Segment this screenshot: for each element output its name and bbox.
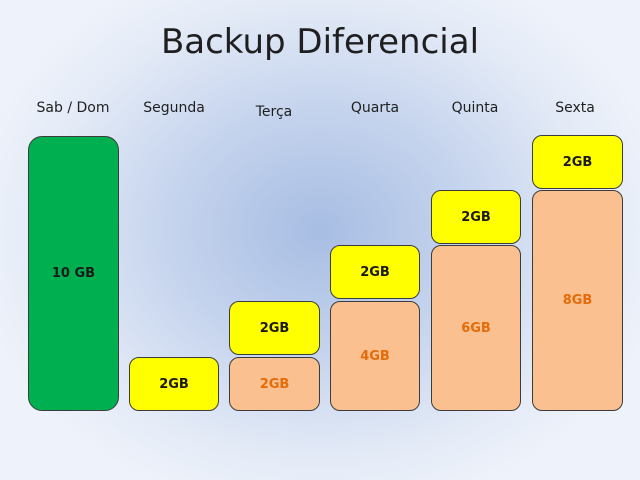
quarta-prev-block: 4GB [330, 301, 420, 411]
day-label-quarta: Quarta [350, 100, 400, 116]
quinta-prev-block: 6GB [431, 245, 521, 411]
quarta-diff-block: 2GB [330, 245, 420, 299]
day-label-quinta: Quinta [451, 100, 499, 116]
terca-prev-block: 2GB [229, 357, 320, 411]
diagram-title: Backup Diferencial [160, 22, 480, 62]
day-label-terca: Terça [255, 104, 293, 120]
day-label-sexta: Sexta [555, 100, 595, 116]
quinta-diff-block: 2GB [431, 190, 521, 244]
day-label-segunda: Segunda [143, 100, 205, 116]
terca-diff-block: 2GB [229, 301, 320, 355]
full-backup-block: 10 GB [28, 136, 119, 411]
segunda-diff-block: 2GB [129, 357, 219, 411]
sexta-diff-block: 2GB [532, 135, 623, 189]
day-label-sabdom: Sab / Dom [36, 100, 110, 116]
sexta-prev-block: 8GB [532, 190, 623, 411]
